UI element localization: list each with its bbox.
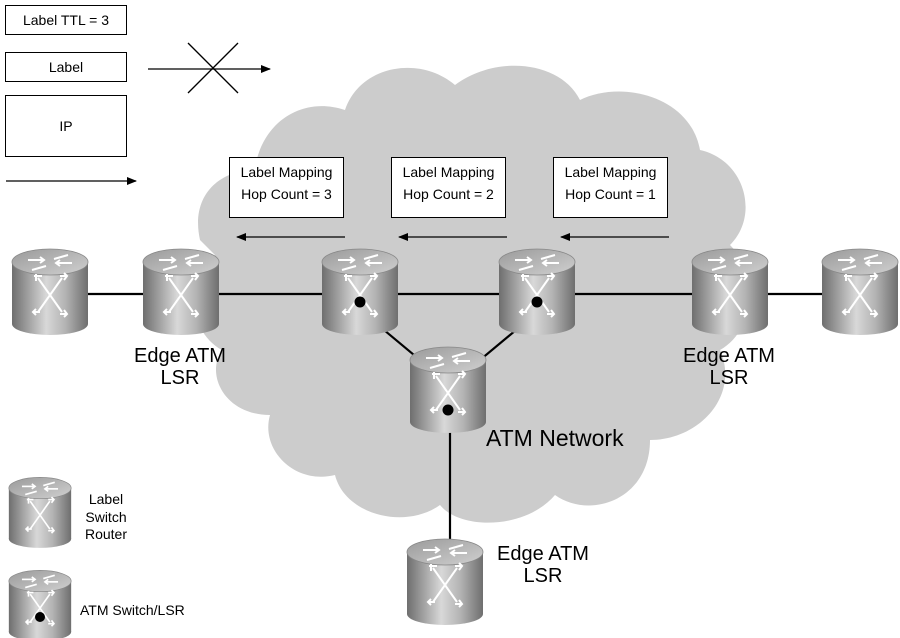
legend-atm-switch-lsr-text: ATM Switch/LSR (80, 602, 185, 618)
edge-atm-lsr-left-router (142, 248, 220, 336)
label-mapping-title: Label Mapping (564, 164, 657, 180)
hop-count-text: Hop Count = 2 (403, 186, 494, 202)
legend-arrows (6, 42, 271, 185)
label-mapping-title: Label Mapping (240, 164, 333, 180)
edge-label-line1: Edge ATM (134, 345, 226, 367)
atm-network-label: ATM Network (486, 425, 624, 451)
hop-count-text: Hop Count = 3 (241, 186, 332, 202)
edge-atm-lsr-right-router (691, 248, 769, 336)
legend-caption-line: Label (88, 491, 124, 507)
router-right (821, 248, 899, 336)
legend-caption-line: Switch (85, 508, 127, 525)
legend-caption-line: Router (84, 526, 128, 542)
edge-label-line2: LSR (709, 367, 749, 390)
legend-label-box: Label (5, 52, 127, 82)
legend-label-text: Label (48, 59, 84, 75)
legend-ip-text: IP (59, 118, 73, 134)
legend-atm-switch-icon (8, 569, 72, 638)
edge-label-line1: Edge ATM (683, 345, 775, 367)
router-left (11, 248, 89, 336)
edge-atm-lsr-left-label: Edge ATM LSR (120, 345, 240, 390)
legend-router-icon (8, 476, 72, 549)
legend-label-ttl-text: Label TTL = 3 (22, 12, 109, 28)
label-mapping-box-hop-2: Label Mapping Hop Count = 2 (391, 157, 506, 218)
legend-label-ttl-box: Label TTL = 3 (5, 5, 127, 35)
label-mapping-box-hop-3: Label Mapping Hop Count = 3 (229, 157, 344, 218)
atm-switch-center (409, 346, 487, 434)
edge-label-line1: Edge ATM (497, 543, 589, 565)
edge-atm-lsr-right-label: Edge ATM LSR (669, 345, 789, 390)
edge-atm-lsr-bottom-label: Edge ATM LSR (483, 543, 603, 588)
legend-label-switch-router-text: Label Switch Router (76, 491, 136, 544)
edge-label-line2: LSR (160, 367, 200, 390)
legend-ip-box: IP (5, 95, 127, 157)
hop-count-text: Hop Count = 1 (565, 186, 656, 202)
label-mapping-box-hop-1: Label Mapping Hop Count = 1 (553, 157, 668, 218)
label-mapping-title: Label Mapping (402, 164, 495, 180)
atm-switch-right (498, 248, 576, 336)
edge-label-line2: LSR (523, 565, 563, 588)
edge-atm-lsr-bottom-router (406, 538, 484, 626)
atm-switch-left (321, 248, 399, 336)
